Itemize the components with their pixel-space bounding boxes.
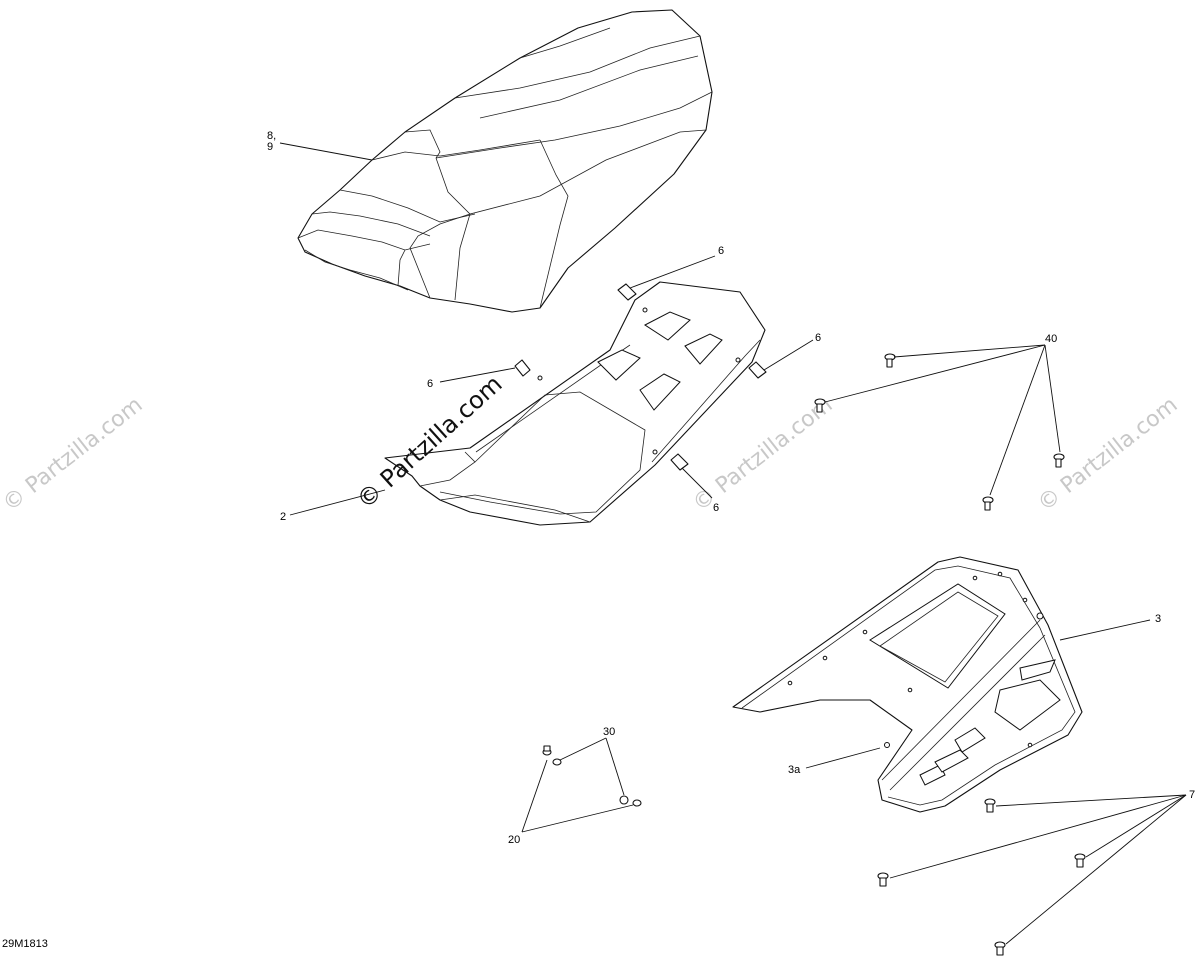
seat-part[interactable] (297, 9, 713, 313)
clip-part-c[interactable] (748, 361, 767, 379)
clip-part-b[interactable] (514, 359, 531, 377)
screw-group-40[interactable] (814, 353, 1065, 511)
screw-40-c[interactable] (1053, 453, 1065, 468)
callout-rack-sub: 3a (788, 764, 801, 776)
callout-seat-line1: 8, (267, 130, 276, 142)
clip-part-a[interactable] (617, 283, 637, 301)
bolt-7-b[interactable] (1074, 853, 1086, 868)
clip-part-d[interactable] (670, 453, 689, 471)
callout-bolts-7: 7 (1189, 789, 1195, 801)
callout-clip-c: 6 (815, 332, 821, 344)
callout-rack: 3 (1155, 613, 1161, 625)
callout-screws-40: 40 (1045, 333, 1057, 345)
watermark-faded-center: © Partzilla.com (688, 393, 837, 517)
callout-clip-a: 6 (718, 245, 724, 257)
screw-40-d[interactable] (982, 496, 994, 511)
callout-bolt-20: 20 (508, 834, 520, 846)
bolt-group-7[interactable] (877, 798, 1086, 956)
callout-clip-d: 6 (713, 502, 719, 514)
bolt-part-20[interactable] (542, 745, 642, 807)
figure-id: 29M1813 (2, 938, 48, 950)
screw-40-a[interactable] (884, 353, 896, 368)
callout-base-plate: 2 (280, 511, 286, 523)
bolt-7-a[interactable] (984, 798, 996, 813)
callout-labels: 8, 9 2 6 6 6 6 40 3 3a 30 20 7 (267, 130, 1195, 846)
leader-lines (279, 142, 1187, 945)
base-plate-part[interactable] (384, 281, 766, 526)
rack-part[interactable] (732, 556, 1083, 813)
nut-part-30[interactable] (552, 758, 629, 805)
bolt-7-c[interactable] (877, 872, 889, 887)
bolt-7-d[interactable] (994, 941, 1006, 956)
watermark-faded-left: © Partzilla.com (0, 393, 147, 517)
callout-nut-30: 30 (603, 726, 615, 738)
callout-seat-line2: 9 (267, 141, 273, 153)
callout-clip-b: 6 (427, 378, 433, 390)
